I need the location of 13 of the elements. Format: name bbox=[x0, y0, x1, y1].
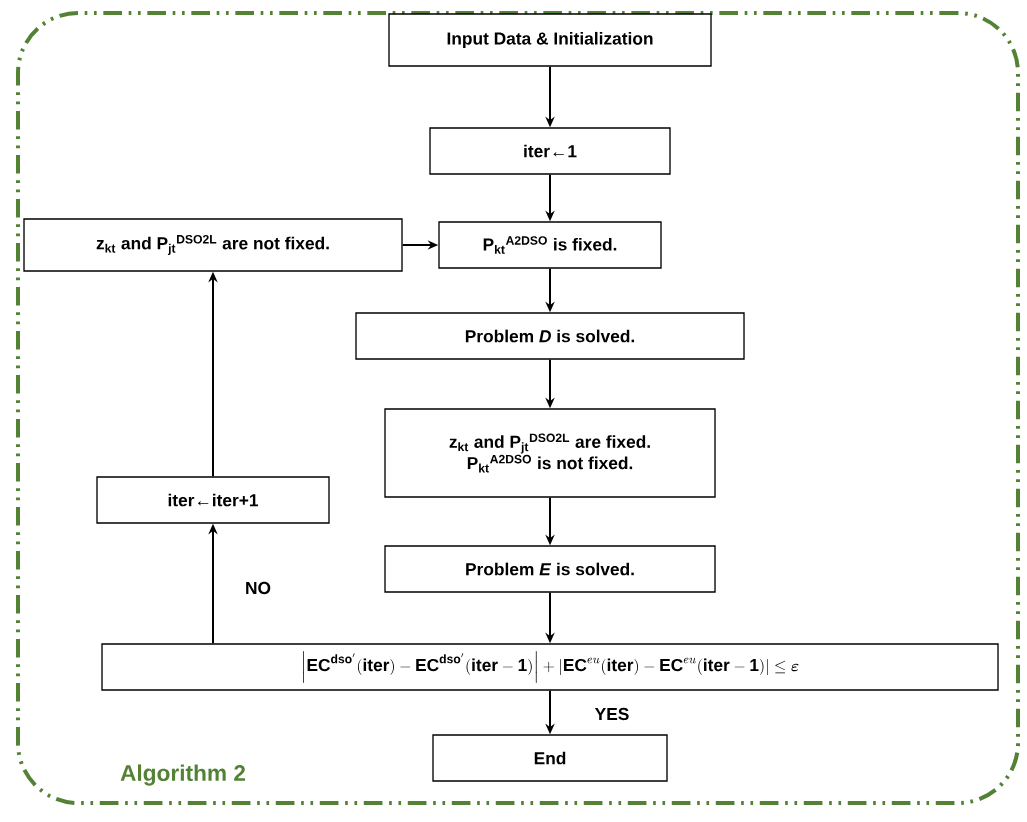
process-box: z$_{kt}$ and P$_{jt}$$^{DSO2L}$ are fixed. P$_{kt}$$^{A2DSO}$ is not fixed. bbox=[384, 408, 716, 498]
condition-box: $\left|\mathbf{EC}^{\mathbf{dso}'}(\mathbf{iter})-\mathbf{EC}^{\mathbf{dso}'}(\mathbf{iter}-\mathbf{1})\right|+|\mathbf{EC}^{eu}(\mathbf{iter})-\mathbf{EC}^{eu}(\mathbf{iter}-\mathbf{1})|\leq\boldsymbol{\varepsilon}$ bbox=[101, 643, 999, 691]
frame-title: Algorithm 2 bbox=[120, 764, 246, 786]
process-box: iter←iter+1 bbox=[96, 476, 330, 524]
process-box: iter←1 bbox=[429, 127, 671, 175]
process-box: Input Data & Initialization bbox=[388, 13, 712, 67]
process-box: Problem E is solved. bbox=[384, 545, 716, 593]
edge-label: NO bbox=[243, 580, 273, 596]
process-box: End bbox=[432, 734, 668, 782]
process-box: Problem D is solved. bbox=[355, 312, 745, 360]
process-box: z$_{kt}$ and P$_{jt}$$^{DSO2L}$ are not fixed. bbox=[23, 218, 403, 272]
process-box: P$_{kt}$$^{A2DSO}$ is fixed. bbox=[438, 221, 662, 269]
edge-label: YES bbox=[593, 706, 631, 722]
